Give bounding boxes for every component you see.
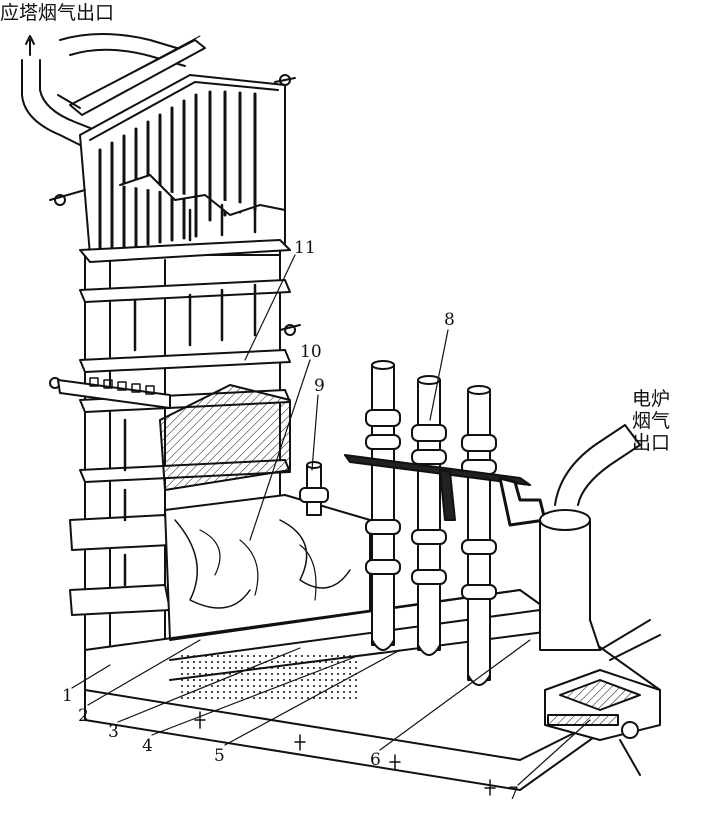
furnace-outlet-label-line3: 出口	[632, 432, 671, 454]
callout-9: 9	[314, 376, 325, 396]
electrode-1	[365, 360, 401, 651]
callout-2: 2	[78, 706, 89, 726]
electrode-2	[411, 375, 447, 656]
leader-lines	[71, 254, 591, 786]
callout-3: 3	[108, 722, 119, 742]
base-slab	[84, 589, 661, 796]
electrode-frame	[344, 454, 547, 527]
callout-7: 7	[508, 784, 519, 804]
feed-pipe	[299, 461, 329, 516]
callout-6: 6	[370, 750, 381, 770]
side-nozzles	[49, 74, 301, 409]
flue-duct	[539, 424, 641, 651]
electrodes	[365, 360, 497, 686]
callout-11: 11	[294, 238, 316, 258]
callout-10: 10	[300, 342, 322, 362]
callout-1: 1	[62, 686, 73, 706]
callout-4: 4	[142, 736, 153, 756]
top-outlet-label: 应塔烟气出口	[0, 2, 115, 24]
top-outlet-pipes	[21, 33, 191, 151]
electrode-3	[461, 385, 497, 686]
top-header-bar	[57, 35, 206, 116]
brick-section	[159, 384, 291, 491]
callout-5: 5	[214, 746, 225, 766]
callout-8: 8	[444, 310, 455, 330]
tapping-unit	[544, 619, 661, 776]
furnace-outlet-label-line2: 烟气	[632, 410, 671, 432]
furnace-outlet-label-line1: 电炉	[632, 388, 671, 410]
